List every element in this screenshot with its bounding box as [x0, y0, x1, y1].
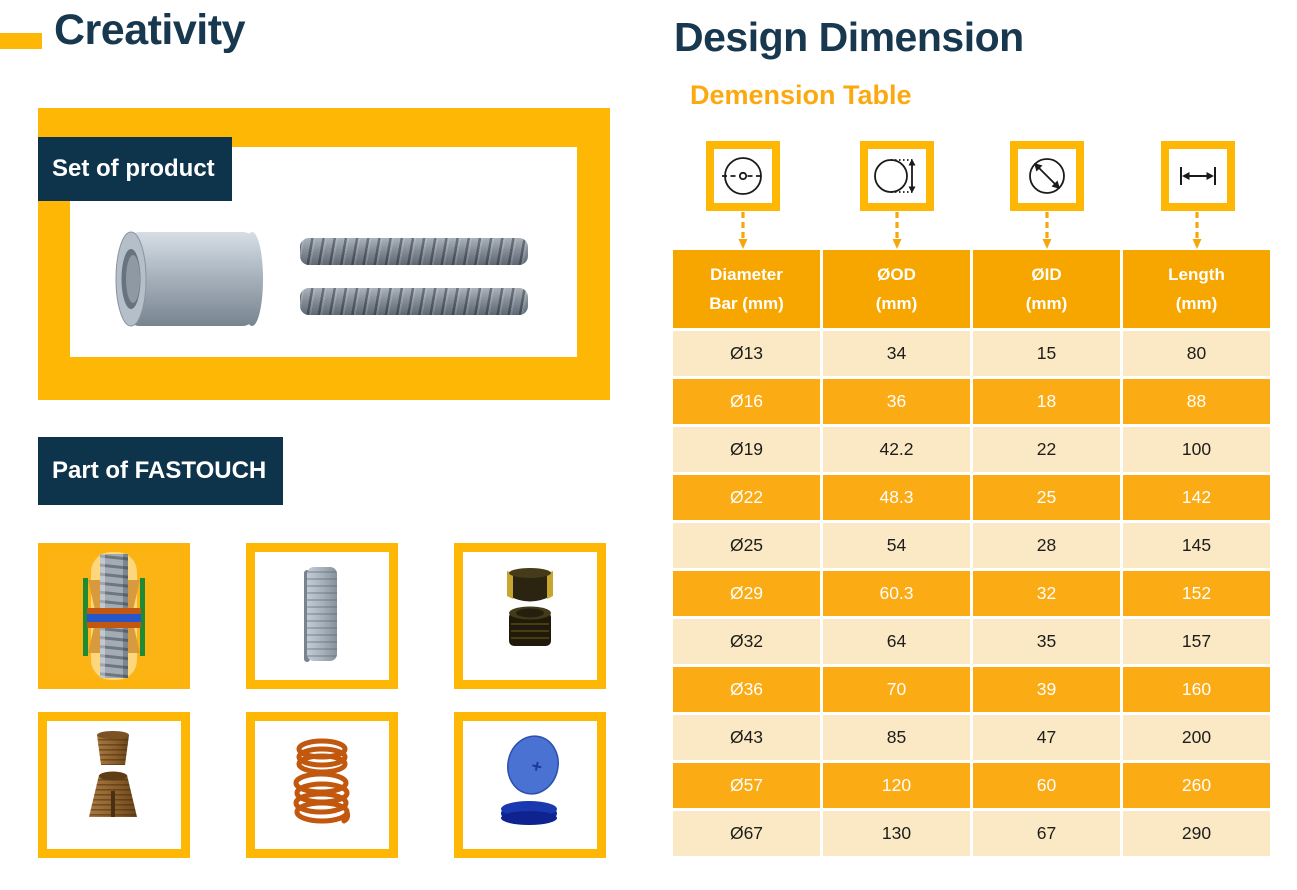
table-cell-r6c4: 152 [1123, 571, 1270, 616]
table-cell-r1c3: 15 [973, 331, 1120, 376]
table-cell-r5c1: Ø25 [673, 523, 820, 568]
table-cell-r6c2: 60.3 [823, 571, 970, 616]
coupler-cutaway-image [83, 552, 145, 680]
table-cell-r8c1: Ø36 [673, 667, 820, 712]
table-cell-r1c4: 80 [1123, 331, 1270, 376]
table-header-length: Length (mm) [1123, 250, 1270, 328]
table-cell-r9c2: 85 [823, 715, 970, 760]
table-cell-r3c1: Ø19 [673, 427, 820, 472]
outer-diameter-icon [860, 141, 934, 211]
dimension-table: Diameter Bar (mm) ØOD (mm) ØID (mm) Leng… [673, 250, 1270, 856]
table-cell-r7c2: 64 [823, 619, 970, 664]
table-cell-r5c3: 28 [973, 523, 1120, 568]
tile-coupler-assembly-cutaway [38, 543, 190, 689]
tile-coil-springs [246, 712, 398, 858]
table-cell-r3c3: 22 [973, 427, 1120, 472]
table-header-od: ØOD (mm) [823, 250, 970, 328]
locking-collar-image [507, 568, 553, 646]
table-cell-r11c4: 290 [1123, 811, 1270, 856]
table-cell-r10c3: 60 [973, 763, 1120, 808]
inner-diameter-icon [1010, 141, 1084, 211]
coil-springs-image [293, 738, 351, 824]
tile-end-cap-discs [454, 712, 606, 858]
tile-wedge-grips [38, 712, 190, 858]
end-cap-discs-image [501, 735, 559, 825]
wedge-grips-image [89, 731, 137, 817]
table-cell-r9c3: 47 [973, 715, 1120, 760]
tile-sleeve-liner [246, 543, 398, 689]
table-cell-r4c2: 48.3 [823, 475, 970, 520]
connector-arrow-icon [1042, 212, 1052, 249]
table-cell-r2c4: 88 [1123, 379, 1270, 424]
table-header-id: ØID (mm) [973, 250, 1120, 328]
table-cell-r6c1: Ø29 [673, 571, 820, 616]
table-cell-r1c2: 34 [823, 331, 970, 376]
title-accent-dash [0, 33, 42, 49]
sleeve-liner-image [304, 567, 337, 662]
table-cell-r9c4: 200 [1123, 715, 1270, 760]
tile-locking-collar-and-nut [454, 543, 606, 689]
connector-arrow-icon [892, 212, 902, 249]
table-cell-r1c1: Ø13 [673, 331, 820, 376]
table-header-diameter-bar: Diameter Bar (mm) [673, 250, 820, 328]
table-cell-r2c3: 18 [973, 379, 1120, 424]
table-cell-r4c1: Ø22 [673, 475, 820, 520]
table-cell-r3c4: 100 [1123, 427, 1270, 472]
table-cell-r7c4: 157 [1123, 619, 1270, 664]
table-cell-r2c2: 36 [823, 379, 970, 424]
table-cell-r8c4: 160 [1123, 667, 1270, 712]
rebar-image-top [300, 238, 528, 265]
right-section-title: Design Dimension [674, 14, 1024, 60]
connector-arrow-icon [738, 212, 748, 249]
table-cell-r10c4: 260 [1123, 763, 1270, 808]
table-cell-r8c3: 39 [973, 667, 1120, 712]
set-of-product-label: Set of product [38, 137, 232, 201]
length-icon [1161, 141, 1235, 211]
table-cell-r11c3: 67 [973, 811, 1120, 856]
table-cell-r10c1: Ø57 [673, 763, 820, 808]
left-section-title: Creativity [54, 6, 245, 54]
table-cell-r10c2: 120 [823, 763, 970, 808]
table-cell-r11c2: 130 [823, 811, 970, 856]
table-cell-r5c4: 145 [1123, 523, 1270, 568]
connector-arrow-icon [1192, 212, 1202, 249]
rebar-image-bottom [300, 288, 528, 315]
bar-diameter-icon [706, 141, 780, 211]
dimension-table-subtitle: Demension Table [690, 80, 912, 110]
table-cell-r2c1: Ø16 [673, 379, 820, 424]
table-cell-r4c4: 142 [1123, 475, 1270, 520]
part-of-fastouch-label: Part of FASTOUCH [38, 437, 283, 505]
table-cell-r5c2: 54 [823, 523, 970, 568]
table-cell-r3c2: 42.2 [823, 427, 970, 472]
table-cell-r8c2: 70 [823, 667, 970, 712]
table-cell-r11c1: Ø67 [673, 811, 820, 856]
coupler-image [115, 231, 263, 327]
table-cell-r4c3: 25 [973, 475, 1120, 520]
table-cell-r7c1: Ø32 [673, 619, 820, 664]
table-cell-r7c3: 35 [973, 619, 1120, 664]
table-cell-r6c3: 32 [973, 571, 1120, 616]
table-cell-r9c1: Ø43 [673, 715, 820, 760]
